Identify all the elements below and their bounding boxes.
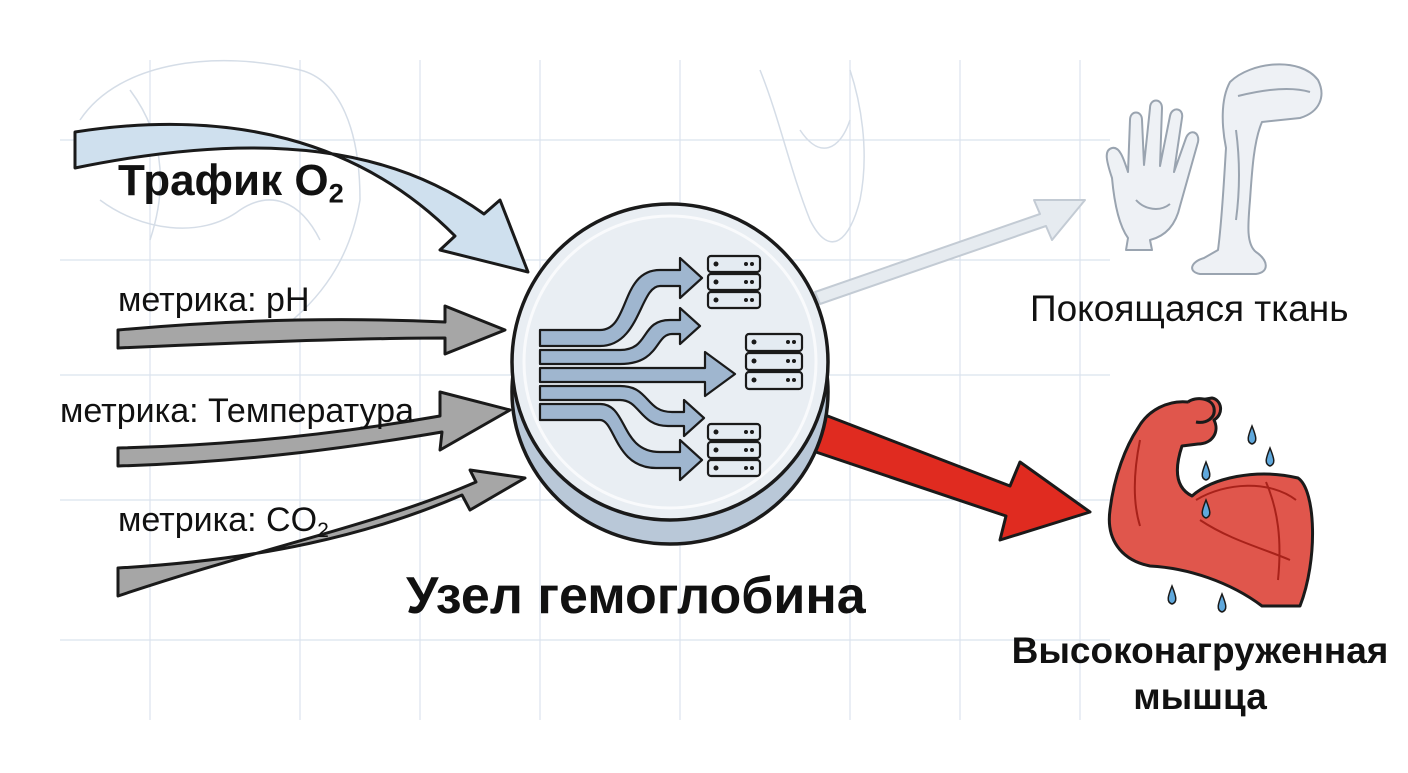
ph-metric-arrow: [116, 304, 507, 356]
co2-metric-text: метрика: CO: [118, 501, 318, 539]
co2-metric-label: метрика: CO2: [118, 501, 329, 543]
co2-metric-arrow: [116, 468, 527, 598]
temperature-metric-arrow: [116, 390, 512, 468]
temperature-metric-label: метрика: Температура: [60, 392, 414, 431]
hemoglobin-node-title: Узел гемоглобина: [406, 567, 866, 625]
hand-icon: [1105, 99, 1200, 251]
working-muscle-label-line1: Высоконагруженная: [1011, 630, 1389, 671]
sweat-drop-icon: [1167, 423, 1275, 613]
o2-traffic-label: Трафик O2: [118, 156, 344, 210]
ph-metric-text: метрика: pH: [118, 281, 310, 319]
ph-metric-label: метрика: pH: [118, 281, 310, 320]
resting-tissue-label: Покоящаяся ткань: [1030, 288, 1349, 329]
server-icon: [706, 254, 762, 310]
resting-tissue-arrow: [814, 199, 1086, 305]
co2-subscript: 2: [317, 518, 329, 542]
server-icon: [706, 422, 762, 478]
o2-subscript: 2: [328, 177, 344, 209]
temperature-metric-text: метрика: Температура: [60, 392, 414, 430]
flexed-arm-icon: [1107, 396, 1314, 608]
routing-arrows-icon: [538, 256, 737, 482]
working-muscle-label: Высоконагруженная мышца: [1000, 628, 1400, 720]
working-muscle-label-line2: мышца: [1133, 676, 1267, 717]
o2-traffic-arrow: [73, 122, 530, 274]
server-icon: [744, 332, 804, 391]
working-muscle-arrow: [802, 408, 1092, 542]
o2-traffic-text: Трафик O: [118, 156, 329, 205]
anatomy-sketch: [79, 59, 865, 331]
leg-icon: [1191, 63, 1323, 275]
